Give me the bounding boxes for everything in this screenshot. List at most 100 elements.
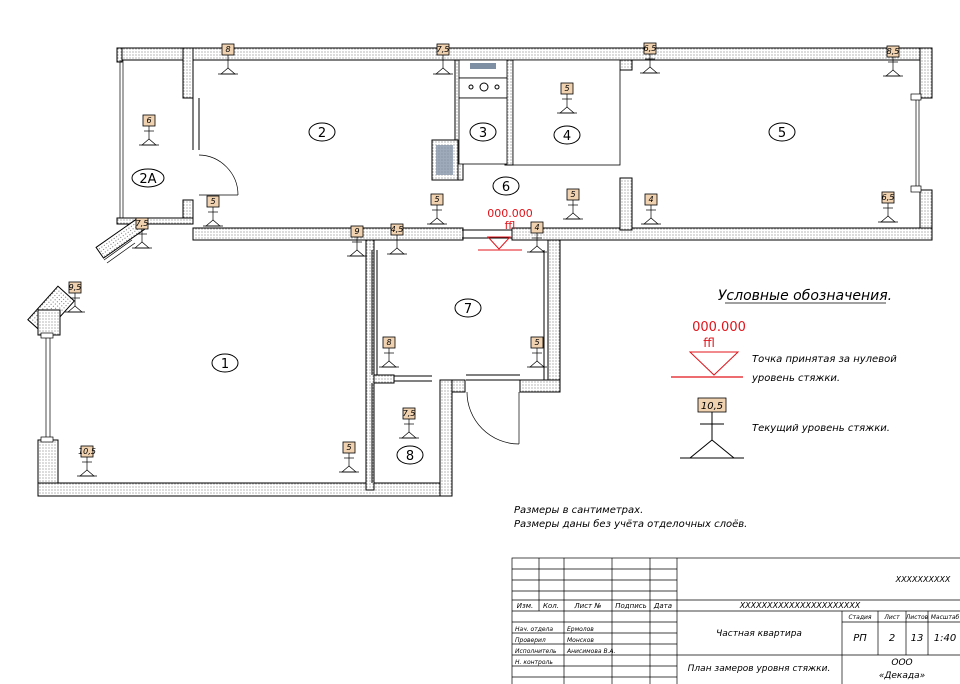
room-number: 4	[563, 129, 571, 144]
level-mark: 5	[427, 193, 447, 225]
tb-hdr-data: Дата	[653, 602, 672, 610]
mark-value: 4	[534, 223, 539, 232]
level-mark: 9,5	[65, 281, 85, 313]
room-label-1: 1	[211, 353, 239, 373]
tb-name-0: Ермолов	[567, 626, 594, 633]
level-mark: 6,5	[640, 42, 660, 74]
mark-value: 5	[534, 338, 539, 347]
tb-stage: РП	[853, 633, 867, 644]
tb-sheet: 2	[889, 633, 895, 644]
level-mark: 8	[218, 43, 238, 75]
level-mark: 5	[557, 82, 577, 114]
room-number: 1	[221, 357, 229, 372]
mark-value: 5	[564, 84, 569, 93]
level-mark: 7,5	[399, 407, 419, 439]
tb-org-2: «Декада»	[879, 671, 925, 681]
level-mark: 5	[203, 195, 223, 227]
mark-value: 8,5	[887, 47, 900, 56]
room-label-7: 7	[454, 298, 482, 318]
level-mark: 10,5	[77, 445, 97, 477]
level-mark: 5	[339, 441, 359, 473]
tb-sheets-hdr: Листов	[905, 614, 929, 621]
tb-hdr-izm: Изм.	[517, 602, 533, 610]
tb-hdr-kol: Кол.	[543, 602, 559, 610]
legend-title: Условные обозначения.	[718, 288, 892, 304]
tb-sheet-title: План замеров уровня стяжки.	[688, 664, 831, 674]
mark-value: 6	[146, 116, 151, 125]
tb-role-3: Н. контроль	[515, 659, 553, 666]
room-label-8: 8	[396, 445, 424, 465]
legend-zero-desc-2: уровень стяжки.	[751, 373, 840, 384]
level-mark: 8	[379, 336, 399, 368]
room-labels: 1 2 2A 3 4 5 6 7 8	[131, 122, 796, 465]
mark-value: 7,5	[136, 219, 149, 228]
note-line-2: Размеры даны без учёта отделочных слоёв.	[514, 518, 747, 530]
tb-scale-hdr: Масштаб	[931, 614, 960, 621]
tb-hdr-podp: Подпись	[615, 602, 647, 610]
mark-value: 4,5	[391, 225, 404, 234]
mark-value: 10,5	[78, 447, 96, 456]
mark-value: 9,5	[69, 283, 82, 292]
mark-value: 7,5	[437, 45, 450, 54]
tb-sheet-hdr: Лист	[883, 614, 900, 621]
legend-current-desc: Текущий уровень стяжки.	[752, 423, 890, 434]
room-label-2A: 2A	[131, 168, 165, 188]
level-mark: 5	[563, 188, 583, 220]
room-label-3: 3	[469, 122, 497, 142]
room-label-4: 4	[553, 125, 581, 145]
tb-stage-hdr: Стадия	[848, 614, 871, 621]
mark-value: 5	[570, 190, 575, 199]
legend-current-mark: 10,5	[701, 401, 723, 412]
title-block: ХХХХХХХХХХ ХХХХХХХХХХХХХХХХХХХХХХ Изм. К…	[511, 557, 960, 684]
level-mark: 7,5	[433, 43, 453, 75]
legend-ffl-value: 000.000	[692, 320, 746, 335]
level-marks: 8 7,5 6,5 8,5 6 5 5 5 5 4 6,5 7,5 9 4,5 4 9,5 8 5 7,5 10,5 5	[65, 42, 903, 477]
room-number: 3	[479, 126, 487, 141]
room-number: 5	[778, 126, 786, 141]
level-mark: 8,5	[883, 45, 903, 77]
tb-role-1: Проверил	[515, 637, 546, 644]
mark-value: 5	[210, 197, 215, 206]
windows	[40, 59, 922, 483]
tb-code-mid: ХХХХХХХХХХХХХХХХХХХХХХ	[739, 601, 861, 610]
legend-zero-desc-1: Точка принятая за нулевой	[752, 354, 897, 365]
tb-role-2: Исполнитель	[515, 648, 557, 655]
level-mark: 4	[527, 221, 547, 253]
tb-name-2: Анисимова В.А.	[566, 648, 616, 655]
tb-sheets: 13	[911, 633, 924, 644]
level-mark: 6	[139, 114, 159, 146]
tb-code-top: ХХХХХХХХХХ	[895, 575, 951, 584]
tb-object: Частная квартира	[716, 629, 802, 639]
level-mark: 7,5	[132, 217, 152, 249]
tb-org-1: ООО	[891, 658, 912, 668]
tb-scale: 1:40	[934, 633, 956, 644]
level-mark: 4,5	[387, 223, 407, 255]
legend-ffl-unit: ffl	[703, 336, 715, 350]
level-mark: 5	[527, 336, 547, 368]
room-label-5: 5	[768, 122, 796, 142]
mark-value: 8	[225, 45, 230, 54]
room-number: 2	[318, 126, 326, 141]
room-number: 2A	[139, 172, 156, 187]
mark-value: 5	[346, 443, 351, 452]
room-number: 7	[464, 302, 472, 317]
ffl-zero-point: 000.000 ffl	[478, 207, 533, 251]
tb-hdr-list: Лист №	[573, 602, 601, 610]
level-mark: 6,5	[878, 191, 898, 223]
mark-value: 7,5	[403, 409, 416, 418]
tb-role-0: Нач. отдела	[515, 626, 553, 633]
mark-value: 6,5	[644, 44, 657, 53]
ffl-value: 000.000	[487, 207, 533, 220]
room-label-2: 2	[308, 122, 336, 142]
level-mark: 4	[641, 193, 661, 225]
mark-value: 5	[434, 195, 439, 204]
room-label-6: 6	[492, 176, 520, 196]
legend: Условные обозначения. 000.000 ffl Точка …	[671, 288, 897, 459]
room-number: 6	[502, 180, 510, 195]
tb-name-1: Монсков	[567, 637, 594, 644]
ffl-unit: ffl	[505, 219, 516, 232]
mark-value: 6,5	[882, 193, 895, 202]
notes: Размеры в сантиметрах. Размеры даны без …	[514, 505, 747, 530]
mark-value: 9	[354, 227, 359, 236]
